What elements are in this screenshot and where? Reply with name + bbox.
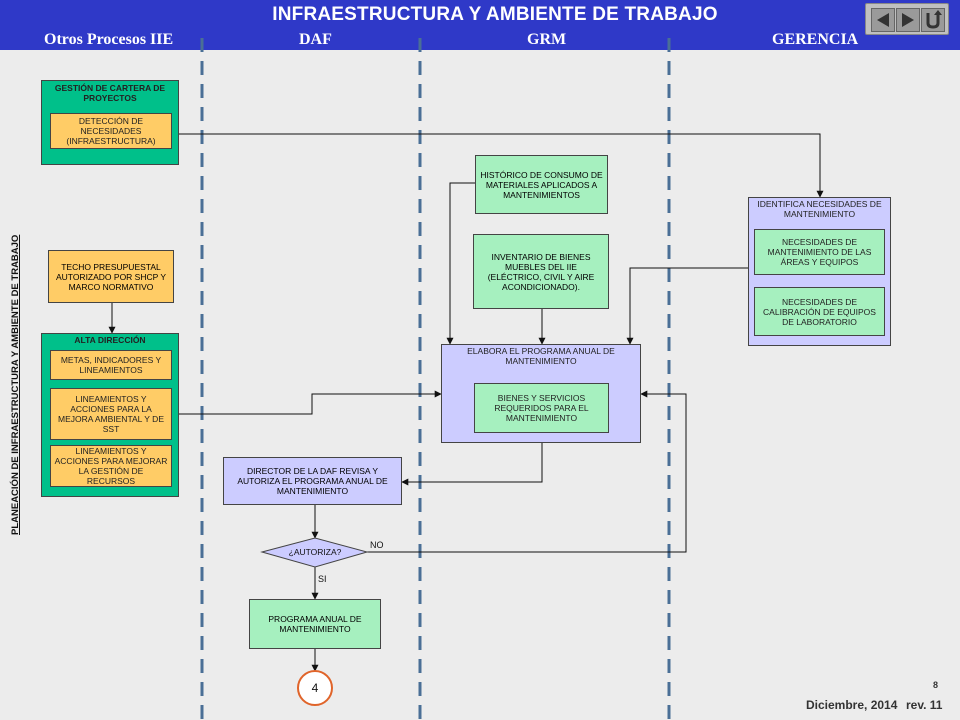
- page-title: INFRAESTRUCTURA Y AMBIENTE DE TRABAJO: [272, 4, 718, 25]
- cartera-group: GESTIÓN DE CARTERA DE PROYECTOS DETECCIÓ…: [41, 80, 179, 165]
- elabora-title: ELABORA EL PROGRAMA ANUAL DE MANTENIMIEN…: [467, 346, 615, 366]
- arrow-deteccion-to-identifica: [172, 133, 824, 198]
- return-arrow-icon: [926, 10, 942, 29]
- programa-node: PROGRAMA ANUAL DE MANTENIMIENTO: [249, 599, 381, 649]
- deteccion-node: DETECCIÓN DE NECESIDADES (INFRAESTRUCTUR…: [50, 113, 172, 149]
- elabora-group: ELABORA EL PROGRAMA ANUAL DE MANTENIMIEN…: [441, 344, 641, 443]
- alta-direccion-group: ALTA DIRECCIÓN METAS, INDICADORES Y LINE…: [41, 333, 179, 497]
- no-label: NO: [370, 540, 384, 550]
- arrow-elabora-to-director: [401, 443, 543, 486]
- nav-buttons: [865, 3, 949, 35]
- triangle-right-icon: [902, 13, 914, 27]
- arrow-identifica-to-elabora: [626, 267, 748, 345]
- identifica-title: IDENTIFICA NECESIDADES DE MANTENIMIENTO: [757, 199, 882, 219]
- autoriza-label: ¿AUTORIZA?: [288, 547, 342, 557]
- lineamientos-recursos-node: LINEAMIENTOS Y ACCIONES PARA MEJORAR LA …: [50, 445, 172, 487]
- back-button[interactable]: [871, 8, 895, 32]
- historico-node: HISTÓRICO DE CONSUMO DE MATERIALES APLIC…: [475, 155, 608, 214]
- footer-date: Diciembre, 2014: [806, 698, 898, 712]
- identifica-group: IDENTIFICA NECESIDADES DE MANTENIMIENTO …: [748, 197, 891, 346]
- inventario-node: INVENTARIO DE BIENES MUEBLES DEL IIE (EL…: [473, 234, 609, 309]
- arrow-no-to-elabora: [367, 390, 687, 553]
- triangle-left-icon: [877, 13, 889, 27]
- lane-grm: GRM: [527, 31, 567, 48]
- nec-calibracion-node: NECESIDADES DE CALIBRACIÓN DE EQUIPOS DE…: [754, 287, 885, 336]
- page-number: 8: [932, 680, 938, 690]
- lane-daf: DAF: [299, 31, 332, 48]
- metas-node: METAS, INDICADORES Y LINEAMIENTOS: [50, 350, 172, 380]
- header-bar: [0, 0, 960, 50]
- footer-rev: rev. 11: [906, 698, 943, 712]
- autoriza-decision: [260, 537, 369, 568]
- arrow-alta-to-elabora: [173, 390, 442, 415]
- lineamientos-sst-node: LINEAMIENTOS Y ACCIONES PARA LA MEJORA A…: [50, 388, 172, 440]
- return-button[interactable]: [921, 8, 945, 32]
- lane-gerencia: GERENCIA: [772, 31, 859, 48]
- forward-button[interactable]: [896, 8, 920, 32]
- techo-node: TECHO PRESUPUESTAL AUTORIZADO POR SHCP Y…: [48, 250, 174, 303]
- alta-title: ALTA DIRECCIÓN: [74, 335, 146, 345]
- bienes-node: BIENES Y SERVICIOS REQUERIDOS PARA EL MA…: [474, 383, 609, 433]
- side-label: PLANEACIÓN DE INFRAESTRUCTURA Y AMBIENTE…: [10, 234, 21, 535]
- connector-label: 4: [311, 681, 319, 695]
- director-node: DIRECTOR DE LA DAF REVISA Y AUTORIZA EL …: [223, 457, 402, 505]
- si-label: SI: [318, 574, 327, 584]
- cartera-title: GESTIÓN DE CARTERA DE PROYECTOS: [54, 83, 166, 103]
- connector-4: [297, 670, 333, 706]
- nec-areas-node: NECESIDADES DE MANTENIMIENTO DE LAS ÁREA…: [754, 229, 885, 275]
- lane-otros-procesos: Otros Procesos IIE: [44, 31, 174, 48]
- arrow-historico-to-elabora: [446, 182, 475, 345]
